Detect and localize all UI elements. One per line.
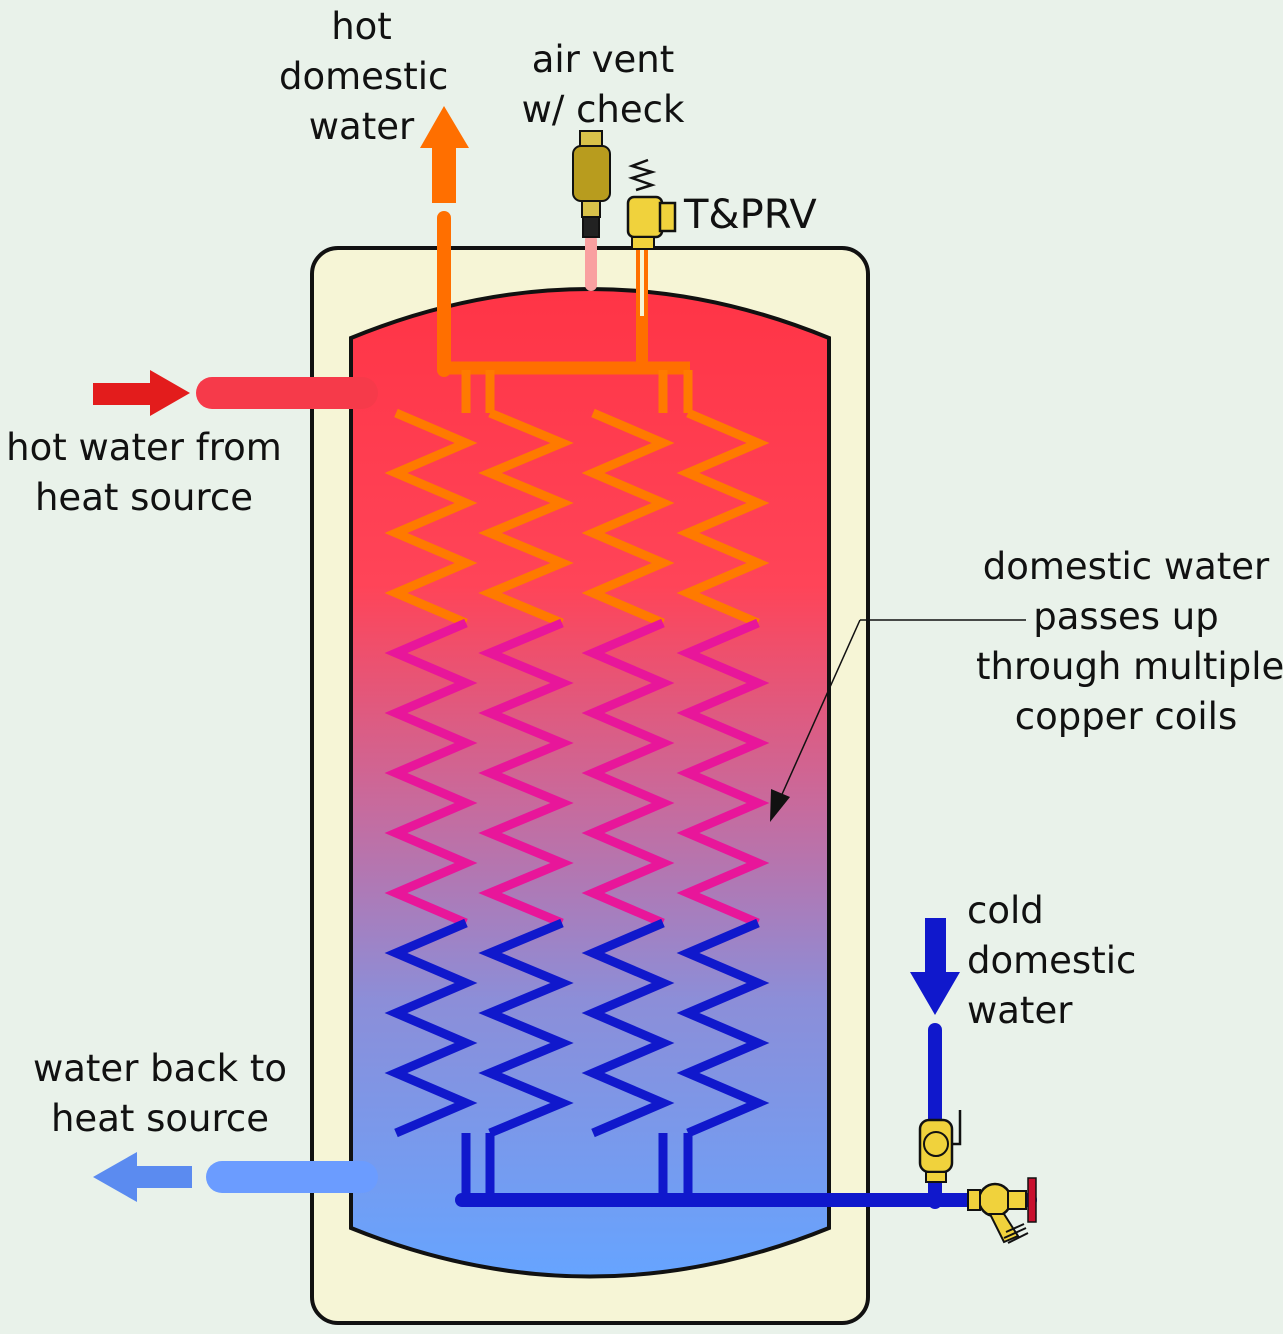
coil-2-segment <box>478 918 574 1138</box>
coil-2-segment <box>478 408 574 628</box>
label-domestic-water-coils: domestic water passes up through multipl… <box>976 542 1283 742</box>
label-tprv: T&PRV <box>684 190 817 240</box>
coil-4-segment <box>676 918 770 1138</box>
label-hot-water-from-heat-source: hot water from heat source <box>4 423 284 523</box>
drain-valve-icon <box>967 1177 1037 1244</box>
callout-leader-diagonal <box>774 619 861 811</box>
label-line: copper coils <box>1014 695 1238 738</box>
coil-1-segment <box>384 618 478 928</box>
label-line: through multiple <box>976 645 1283 688</box>
coil-1-segment <box>384 408 478 628</box>
coil-3-segment <box>581 618 675 928</box>
label-line: water <box>967 989 1073 1032</box>
coil-2-segment <box>478 618 574 928</box>
label-line: domestic water <box>982 545 1270 588</box>
label-hot-domestic-water: hot domestic water <box>279 2 449 152</box>
label-line: heat source <box>50 1097 270 1140</box>
label-line: water back to <box>32 1047 287 1090</box>
label-water-back-to-heat-source: water back to heat source <box>30 1044 290 1144</box>
label-line: domestic <box>279 55 449 98</box>
label-cold-domestic-water: cold domestic water <box>967 886 1136 1036</box>
tank-water-volume <box>349 287 831 1279</box>
coil-3-segment <box>581 408 675 628</box>
coil-1-segment <box>384 918 478 1138</box>
label-line: domestic <box>967 939 1137 982</box>
tprv-valve-icon <box>626 158 677 250</box>
cold-inlet-down-arrow-icon <box>910 918 960 1015</box>
return-arrow-icon <box>93 1152 192 1202</box>
label-air-vent: air vent w/ check <box>513 35 693 135</box>
label-line: T&PRV <box>684 192 817 238</box>
label-line: heat source <box>34 476 254 519</box>
copper-coil-bundle <box>384 370 770 1200</box>
callout-arrowhead-icon <box>770 789 790 822</box>
air-vent-icon <box>572 130 611 238</box>
coil-3-segment <box>581 918 675 1138</box>
label-line: w/ check <box>521 88 685 131</box>
cold-inlet-ball-valve-icon <box>918 1110 962 1183</box>
label-line: water <box>308 105 415 148</box>
coil-4-segment <box>676 408 770 628</box>
label-line: hot <box>331 5 392 48</box>
label-line: hot water from <box>6 426 282 469</box>
label-line: passes up <box>1033 595 1219 638</box>
label-line: cold <box>967 889 1044 932</box>
hot-supply-arrow-icon <box>93 370 190 416</box>
label-line: air vent <box>531 38 675 81</box>
coil-4-segment <box>676 618 770 928</box>
hot-domestic-up-arrow-icon <box>420 106 469 203</box>
